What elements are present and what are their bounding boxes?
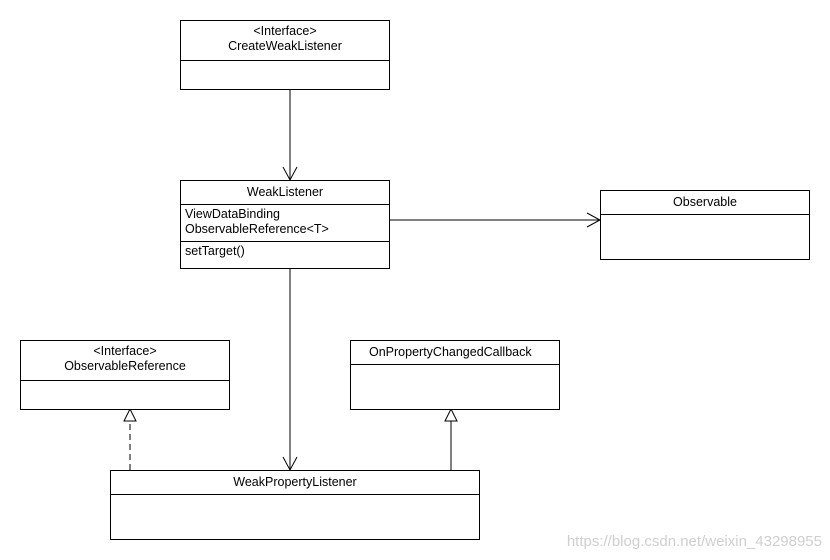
watermark-text: https://blog.csdn.net/weixin_43298955 [566,533,822,550]
class-name: ObservableReference [64,359,186,373]
class-header: <Interface> CreateWeakListener [181,21,389,61]
class-header: WeakListener [181,181,389,205]
attribute-item: ObservableReference<T> [185,222,329,236]
observable-class: Observable [600,190,810,260]
hollow-triangle-arrowhead [123,407,137,422]
on-property-changed-callback-class: OnPropertyChangedCallback [350,340,560,410]
attribute-item: ViewDataBinding [185,207,280,221]
class-header: Observable [601,191,809,215]
observable-reference-class: <Interface> ObservableReference [20,340,230,410]
attributes-section: ViewDataBinding ObservableReference<T> [181,205,389,242]
stereotype-label: <Interface> [93,344,157,358]
class-header: <Interface> ObservableReference [21,341,229,381]
class-header: WeakPropertyListener [111,471,479,495]
class-name: Observable [673,195,737,209]
class-name: OnPropertyChangedCallback [369,345,532,359]
hollow-triangle-arrowhead [444,407,458,422]
class-name: WeakPropertyListener [233,475,357,489]
class-name: CreateWeakListener [228,39,342,53]
weak-listener-class: WeakListener ViewDataBinding ObservableR… [180,180,390,269]
class-name: WeakListener [246,185,324,199]
weak-property-listener-class: WeakPropertyListener [110,470,480,540]
method-item: setTarget() [185,244,245,258]
methods-section: setTarget() [181,242,389,260]
class-header: OnPropertyChangedCallback [351,341,559,365]
stereotype-label: <Interface> [253,24,317,38]
create-weak-listener-class: <Interface> CreateWeakListener [180,20,390,90]
